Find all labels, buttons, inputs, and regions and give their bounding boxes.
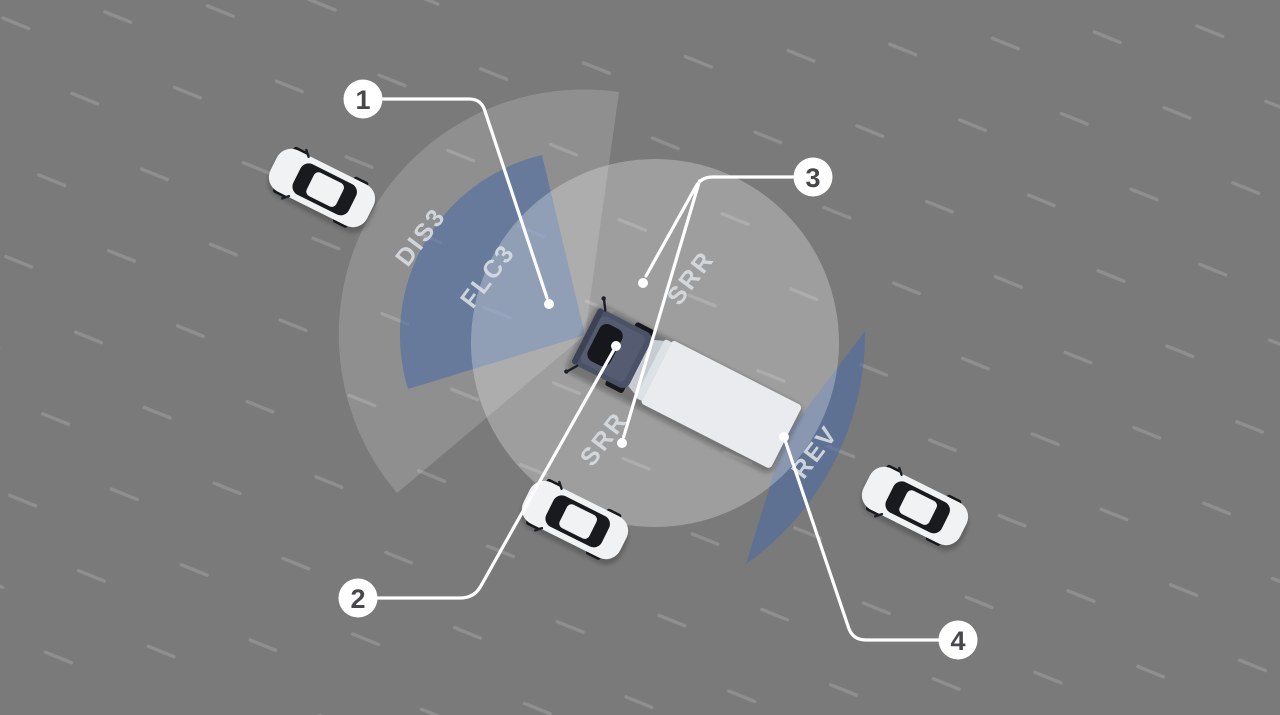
badge-circle-4 [938, 620, 978, 660]
badge-number-4: 4 [950, 626, 965, 656]
truck-trailer [641, 341, 802, 468]
badge-circle-3 [793, 157, 833, 197]
callout-badge-1: 1 [343, 79, 383, 119]
callout-badge-2: 2 [338, 578, 378, 618]
truck-windshield [587, 324, 623, 367]
sensor-dot-cab [611, 341, 621, 351]
truck-mirror [602, 298, 607, 312]
truck-front-bumper [571, 308, 604, 365]
sensor-dot-srr-upper [638, 278, 648, 288]
zone-flc3-front-camera-fan [399, 155, 585, 389]
badge-circle-2 [338, 578, 378, 618]
badge-number-3: 3 [805, 163, 820, 193]
truck-mirror-tip [601, 296, 606, 301]
badge-number-2: 2 [350, 584, 365, 614]
callout-badges: 1 2 3 4 [338, 79, 978, 660]
truck-deflector-highlight [636, 339, 672, 401]
callout-line-3a [644, 175, 796, 278]
badge-number-1: 1 [355, 85, 370, 115]
sensor-dot-srr-lower [617, 438, 627, 448]
callout-badge-4: 4 [938, 620, 978, 660]
callout-badge-3: 3 [793, 157, 833, 197]
sensor-dot-rear [779, 432, 789, 442]
callout-line-3b [622, 179, 702, 439]
callout-lines [375, 97, 941, 642]
truck-mirror [566, 364, 579, 373]
truck [564, 296, 802, 473]
callout-line-1 [381, 97, 549, 300]
callout-line-2 [375, 348, 616, 600]
sensor-dot-front-camera [544, 299, 554, 309]
callout-line-4 [783, 439, 941, 642]
zone-rev-rear-fan [746, 331, 866, 564]
truck-mirror-tip [564, 369, 569, 374]
badge-circle-1 [343, 79, 383, 119]
